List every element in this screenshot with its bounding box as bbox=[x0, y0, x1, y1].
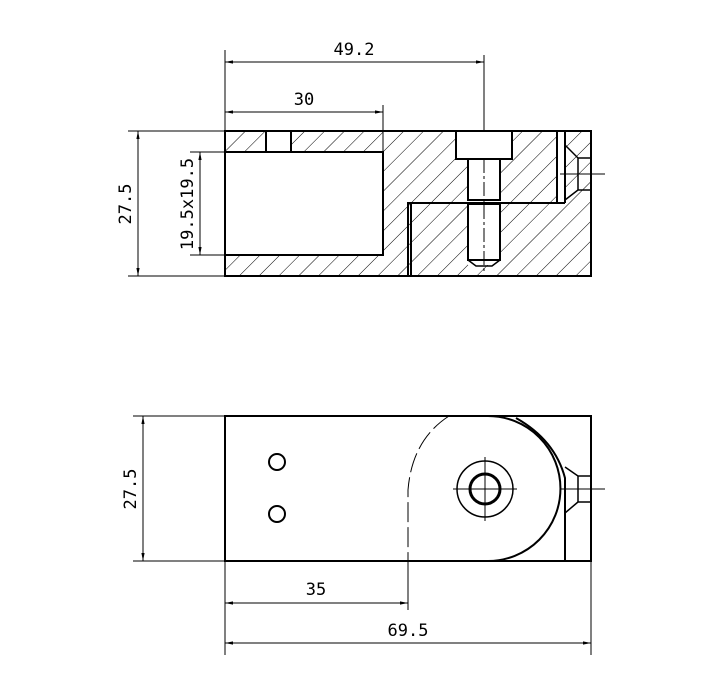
dim-27-5-top: 27.5 bbox=[121, 469, 141, 510]
dim-35: 35 bbox=[306, 580, 326, 600]
counterbore bbox=[455, 130, 513, 160]
dim-30: 30 bbox=[294, 90, 314, 110]
dim-69-5: 69.5 bbox=[388, 621, 429, 641]
section-view bbox=[224, 55, 605, 277]
mounting-hole bbox=[268, 505, 286, 523]
dim-27-5-section: 27.5 bbox=[116, 184, 136, 225]
mounting-hole bbox=[268, 453, 286, 471]
dim-49-2: 49.2 bbox=[334, 40, 375, 60]
top-view bbox=[224, 415, 605, 562]
dim-19-5x19-5: 19.5x19.5 bbox=[178, 158, 198, 250]
top-dimensions bbox=[133, 415, 592, 655]
square-cavity bbox=[224, 151, 384, 256]
countersink-top bbox=[564, 466, 591, 514]
section-dimensions bbox=[128, 50, 484, 277]
step-line bbox=[407, 202, 565, 276]
hidden-arc bbox=[407, 415, 450, 561]
